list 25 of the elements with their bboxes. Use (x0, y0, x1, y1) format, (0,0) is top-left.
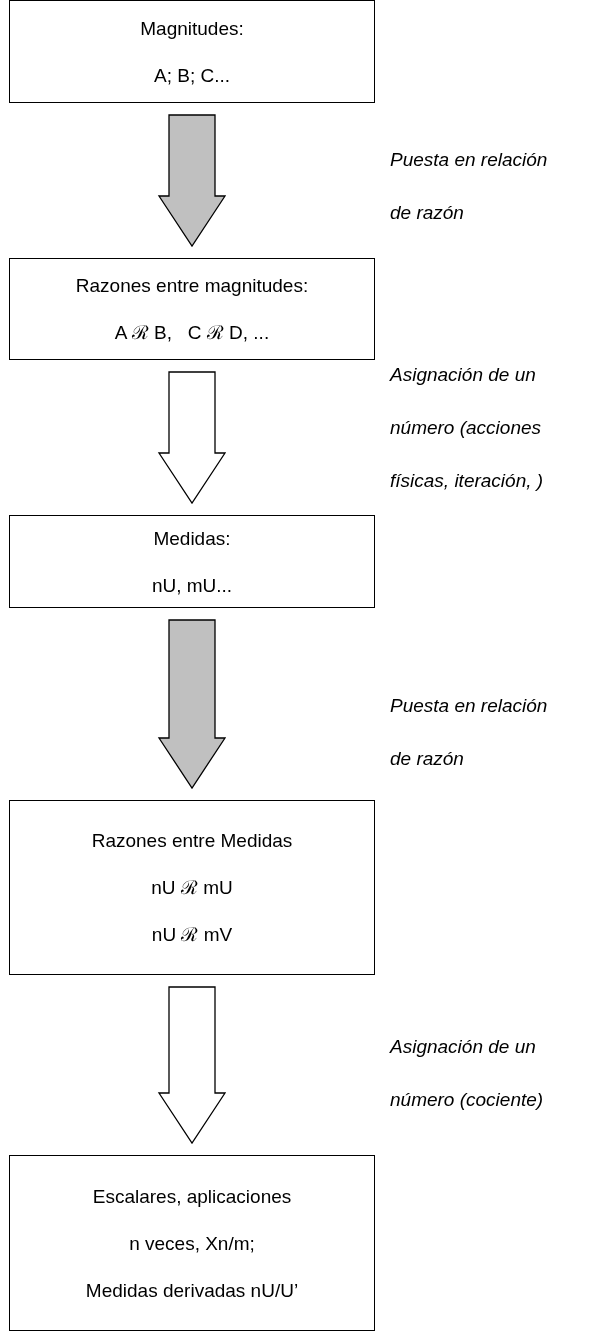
box-text: Razones entre magnitudes: (75, 274, 309, 298)
box-text: Medidas derivadas nU/U’ (85, 1278, 299, 1303)
box-text: A; B; C... (154, 63, 230, 88)
process-box (9, 0, 375, 103)
block-arrow (157, 371, 227, 505)
block-arrow (157, 619, 227, 790)
box-text: Razones entre Medidas (91, 829, 293, 853)
box-text: nU ℛ mV (151, 923, 233, 947)
process-box (9, 258, 375, 360)
box-text: Escalares, aplicaciones (92, 1184, 292, 1209)
box-text: nU, mU... (151, 573, 233, 598)
note-text: Puesta en relación de razón (390, 694, 549, 771)
block-arrow (157, 114, 227, 248)
process-box (9, 1155, 375, 1331)
process-box (9, 515, 375, 608)
box-text: A ℛ B, C ℛ D, ... (114, 321, 270, 345)
note-text: Puesta en relación de razón (390, 148, 549, 225)
block-arrow (157, 986, 227, 1145)
box-text: n veces, Xn/m; (129, 1231, 255, 1256)
process-box (9, 800, 375, 975)
box-text: Magnitudes: (140, 16, 244, 41)
box-text: nU ℛ mU (151, 876, 233, 900)
box-text: Medidas: (153, 526, 231, 551)
note-text: Asignación de un número (cociente) (390, 1035, 545, 1112)
note-text: Asignación de un número (acciones físicas, iteración, ) (390, 363, 545, 493)
